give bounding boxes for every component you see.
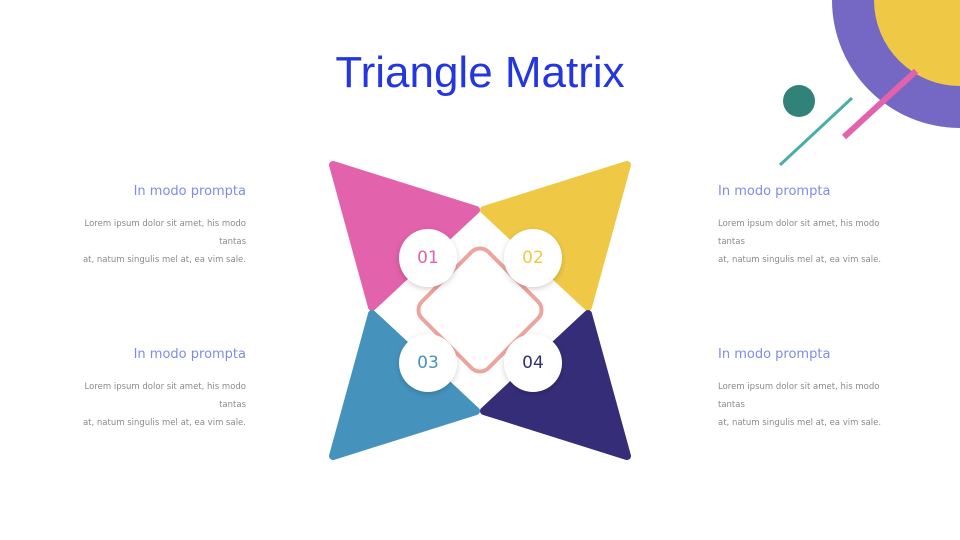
text-block-04-line1: Lorem ipsum dolor sit amet, his modo tan…	[718, 382, 880, 410]
text-block-02-body: Lorem ipsum dolor sit amet, his modo tan…	[718, 215, 908, 269]
node-03-circle	[399, 334, 457, 392]
deco-teal-line	[778, 96, 854, 167]
deco-teal-dot	[783, 85, 815, 117]
node-03: 03	[399, 334, 457, 392]
text-block-01-body: Lorem ipsum dolor sit amet, his modo tan…	[56, 215, 246, 269]
node-01: 01	[399, 229, 457, 287]
node-03-number: 03	[417, 353, 439, 373]
text-block-04-line2: at, natum singulis mel at, ea vim sale.	[718, 418, 882, 428]
text-block-01: In modo prompta Lorem ipsum dolor sit am…	[56, 183, 246, 269]
node-04-number: 04	[522, 353, 544, 373]
triangle-01-pink	[329, 161, 480, 311]
text-block-01-line1: Lorem ipsum dolor sit amet, his modo tan…	[84, 219, 246, 247]
triangle-04-navy	[480, 310, 631, 460]
deco-pink-line	[841, 68, 919, 140]
text-block-03-body: Lorem ipsum dolor sit amet, his modo tan…	[56, 378, 246, 432]
text-block-01-heading: In modo prompta	[133, 184, 246, 199]
triangle-02-yellow	[480, 161, 631, 311]
text-block-02-line2: at, natum singulis mel at, ea vim sale.	[718, 255, 882, 265]
text-block-03-line2: at, natum singulis mel at, ea vim sale.	[82, 418, 246, 428]
text-block-02-line1: Lorem ipsum dolor sit amet, his modo tan…	[718, 219, 880, 247]
text-block-04: In modo prompta Lorem ipsum dolor sit am…	[718, 346, 908, 432]
triangle-03-blue	[329, 310, 480, 460]
text-block-03: In modo prompta Lorem ipsum dolor sit am…	[56, 346, 246, 432]
text-block-02-heading: In modo prompta	[718, 184, 831, 199]
node-04-circle	[504, 334, 562, 392]
text-block-03-heading: In modo prompta	[133, 347, 246, 362]
node-02-number: 02	[522, 248, 544, 268]
text-block-03-line1: Lorem ipsum dolor sit amet, his modo tan…	[84, 382, 246, 410]
node-01-number: 01	[417, 248, 439, 268]
page-title: Triangle Matrix	[335, 48, 625, 97]
node-04: 04	[504, 334, 562, 392]
node-02: 02	[504, 229, 562, 287]
node-01-circle	[399, 229, 457, 287]
text-block-04-body: Lorem ipsum dolor sit amet, his modo tan…	[718, 378, 908, 432]
text-block-02: In modo prompta Lorem ipsum dolor sit am…	[718, 183, 908, 269]
deco-yellow-circle	[874, 0, 960, 86]
text-block-04-heading: In modo prompta	[718, 347, 831, 362]
node-02-circle	[504, 229, 562, 287]
text-block-01-line2: at, natum singulis mel at, ea vim sale.	[82, 255, 246, 265]
